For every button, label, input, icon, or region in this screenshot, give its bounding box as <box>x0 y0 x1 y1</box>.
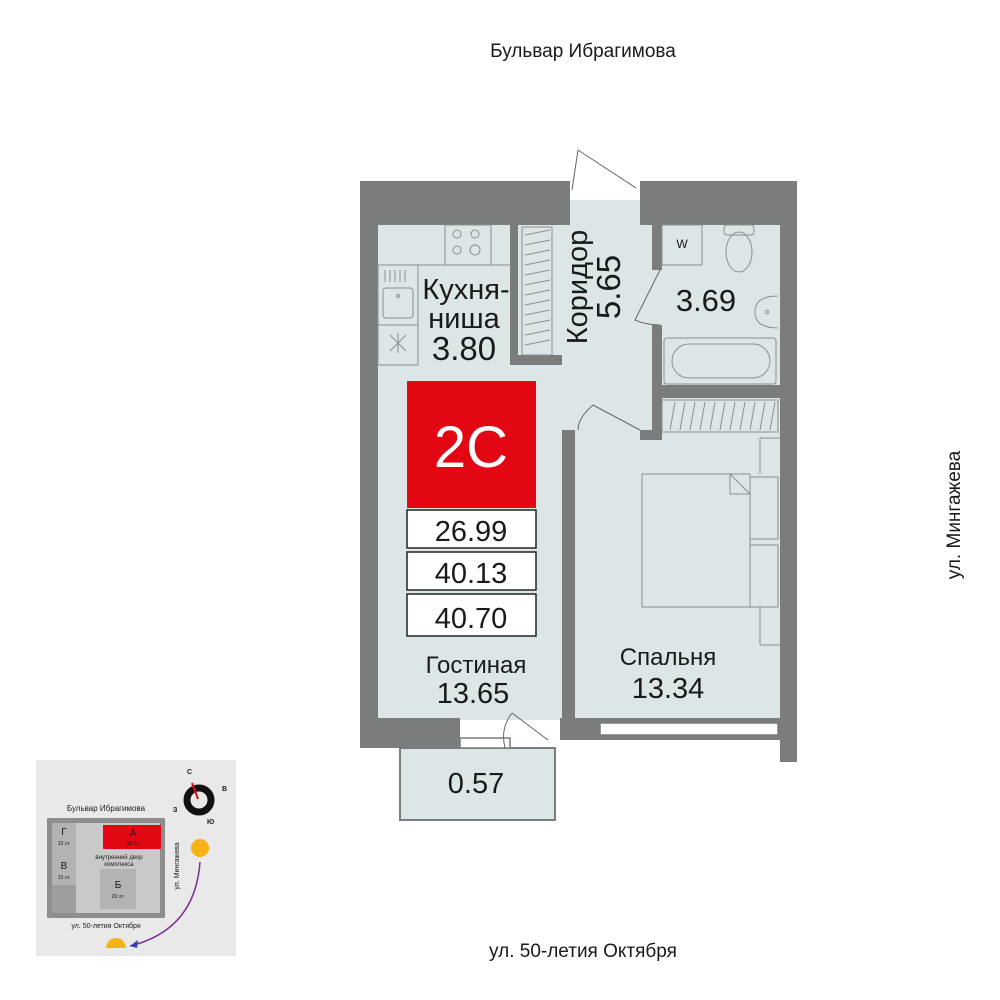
bathroom-fixtures <box>661 224 779 385</box>
sun-set-icon <box>106 938 126 948</box>
compass-w: З <box>173 807 178 814</box>
total-area-value: 40.13 <box>435 558 508 590</box>
compass-icon: С В З Ю <box>173 769 227 826</box>
sink-icon <box>382 287 414 319</box>
minimap-east-street: ул. Мингажева <box>174 842 181 889</box>
bedroom-furniture <box>641 437 780 646</box>
minimap-north-street: Бульвар Ибрагимова <box>67 804 146 813</box>
apartment-legend: 2С 26.99 40.13 40.70 <box>406 381 537 637</box>
street-south: ул. 50-летия Октября <box>489 941 677 962</box>
sun-icon <box>191 839 209 857</box>
toilet-icon <box>725 231 753 273</box>
total-area-balcony-value: 40.70 <box>435 603 508 635</box>
washer-label: W <box>676 237 688 251</box>
compass-e: В <box>222 786 227 793</box>
site-minimap: Бульвар Ибрагимова Г 15 эт. В 15 эт. А 3… <box>36 760 236 956</box>
bathroom-area: 3.69 <box>676 283 736 318</box>
bathroom-door <box>634 269 661 326</box>
washbasin-icon <box>754 295 779 329</box>
courtyard-label-2: комплекса <box>104 862 134 868</box>
bedroom-area: 13.34 <box>632 673 705 705</box>
kitchen-area: 3.80 <box>432 330 496 367</box>
living-area-value: 26.99 <box>435 516 508 548</box>
bed-icon <box>641 473 751 608</box>
windows <box>459 722 779 749</box>
corridor-wardrobe <box>521 226 779 433</box>
entrance-door <box>571 149 637 191</box>
fan-icon <box>389 333 407 353</box>
courtyard-label-1: внутренний двор <box>95 854 143 861</box>
bathtub-icon <box>663 337 777 385</box>
street-north: Бульвар Ибрагимова <box>490 41 676 62</box>
building-b: Б <box>115 880 122 891</box>
building-v-floors: 15 эт. <box>58 875 71 881</box>
kitchen-name-2: ниша <box>428 303 500 335</box>
balcony-area: 0.57 <box>448 768 504 800</box>
arrow-head-icon <box>130 940 138 948</box>
kitchen-name-1: Кухня- <box>422 274 509 306</box>
bedroom-door <box>577 404 641 431</box>
sun-path-arrow <box>129 861 201 947</box>
corridor-name: Коридор <box>562 230 594 345</box>
building-b-floors: 20 эт. <box>112 894 125 900</box>
living-area: 13.65 <box>437 678 510 710</box>
building-a-floors: 33 эт. <box>127 841 140 847</box>
building-a: А <box>130 828 137 839</box>
living-name: Гостиная <box>426 652 527 679</box>
street-east: ул. Мингажева <box>944 450 965 579</box>
building-g-floors: 15 эт. <box>58 841 71 847</box>
apartment-type: 2С <box>434 415 508 480</box>
compass-s: Ю <box>207 819 214 826</box>
building-g: Г <box>61 827 67 838</box>
compass-n: С <box>187 769 192 776</box>
stove-burner-icon <box>452 229 462 239</box>
building-v: В <box>61 861 68 872</box>
corridor-area: 5.65 <box>590 255 627 319</box>
balcony-door <box>503 712 549 749</box>
kitchen-furniture <box>377 224 510 366</box>
minimap-south-street: ул. 50-летия Октября <box>71 922 140 930</box>
bedroom-name: Спальня <box>620 644 716 671</box>
